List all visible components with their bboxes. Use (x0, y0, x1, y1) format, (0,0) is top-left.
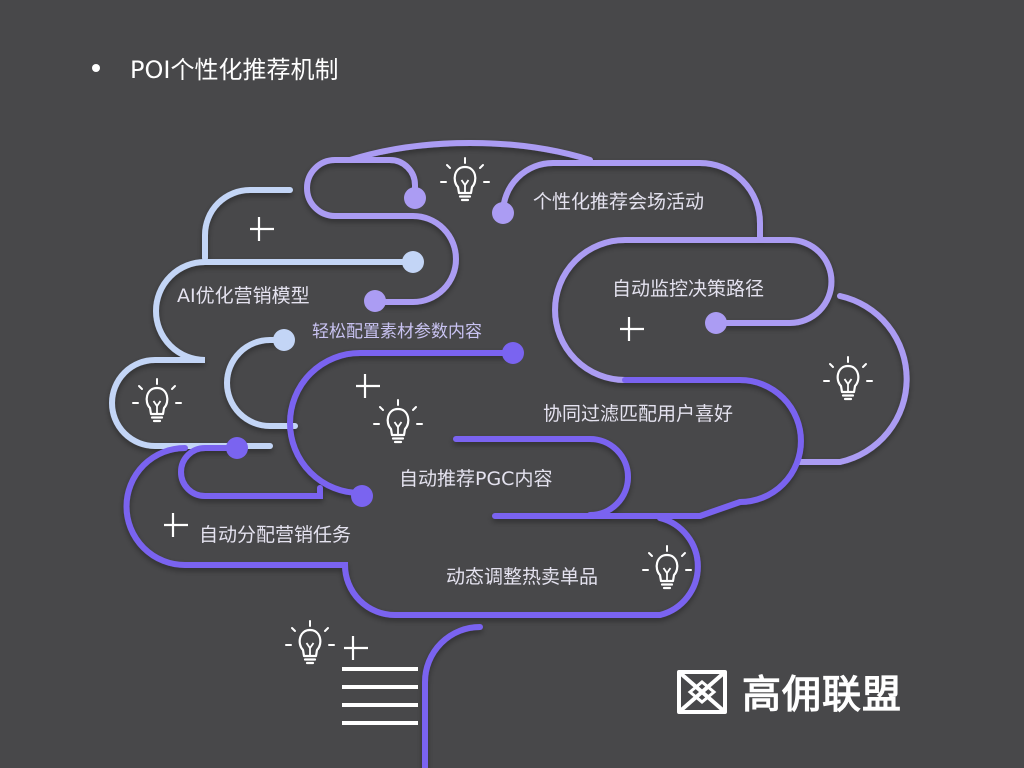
lightbulb-icon (641, 544, 693, 590)
stripe-lines (342, 667, 418, 725)
lobe-path-center-right (492, 377, 804, 519)
lightbulb-icon (439, 156, 491, 202)
lobe-path-lower-left (178, 445, 323, 499)
lobe-path-top-right (500, 160, 763, 241)
plus-icon (162, 511, 190, 539)
endpoint-dot (705, 312, 727, 334)
label-task: 自动分配营销任务 (199, 524, 352, 546)
label-monitor: 自动监控决策路径 (612, 278, 765, 300)
bullet-point (92, 63, 100, 72)
lightbulb-icon (131, 377, 183, 423)
label-hot-items: 动态调整热卖单品 (446, 566, 599, 588)
logo-text: 高佣联盟 (742, 673, 903, 718)
endpoint-dot (273, 329, 295, 351)
lobe-path-top-inner (304, 157, 459, 305)
lobe-path-left (109, 259, 416, 449)
brain-stem (422, 624, 483, 768)
lobe-path-upper-left (202, 187, 293, 261)
lobe-path-center-inner (453, 436, 631, 518)
label-pgc: 自动推荐PGC内容 (399, 468, 553, 490)
lightbulb-icon (372, 398, 424, 444)
lobe-path-center (287, 350, 516, 499)
endpoint-dot (364, 290, 386, 312)
plus-icon (342, 634, 370, 662)
page-title: POI个性化推荐机制 (130, 56, 339, 84)
label-campaign: 个性化推荐会场活动 (533, 191, 705, 213)
endpoint-dots (226, 187, 727, 507)
lobe-path-bottom (123, 445, 701, 618)
plus-icon (618, 315, 646, 343)
brand-logo: 高佣联盟 (676, 664, 902, 720)
lightbulb-icon (822, 355, 874, 401)
endpoint-dot (402, 251, 424, 273)
lightbulb-icon (284, 619, 336, 665)
plus-icon (354, 372, 382, 400)
lobe-path-mid-left (224, 337, 298, 429)
endpoint-dot (492, 202, 514, 224)
page-heading: POI个性化推荐机制 (92, 50, 338, 85)
label-collab-filter: 协同过滤匹配用户喜好 (543, 403, 734, 425)
lobe-path-far-right (797, 293, 910, 465)
endpoint-dot (404, 187, 426, 209)
endpoint-dot (502, 342, 524, 364)
lobe-path-right (552, 237, 835, 383)
logo-icon (677, 670, 727, 714)
label-config: 轻松配置素材参数内容 (312, 322, 482, 342)
plus-icon (248, 215, 276, 243)
endpoint-dot (226, 437, 248, 459)
endpoint-dot (351, 485, 373, 507)
lobe-path-top (347, 139, 593, 163)
label-ai-model: AI优化营销模型 (177, 285, 310, 307)
